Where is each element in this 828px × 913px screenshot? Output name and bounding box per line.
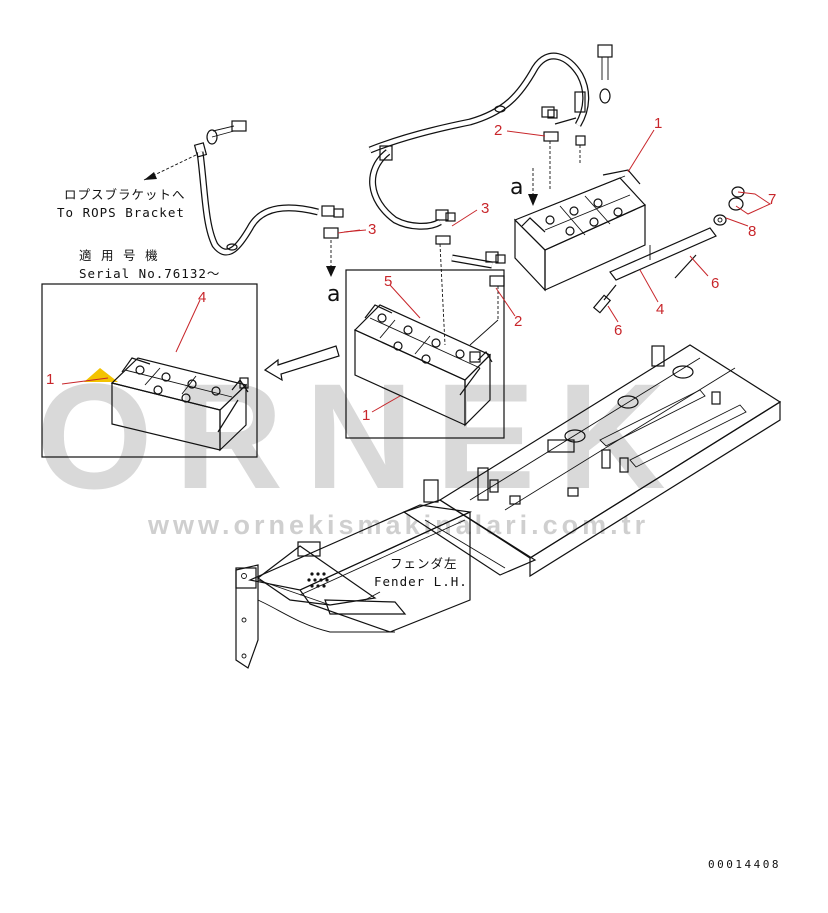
serial-note-en: Serial No.76132〜 — [79, 266, 220, 281]
callout-8: 8 — [748, 223, 756, 240]
view-a-frame — [345, 269, 505, 439]
rops-ground-cable: a — [143, 120, 361, 307]
battery-inset — [110, 357, 249, 452]
fender-note-en: Fender L.H. — [374, 574, 468, 589]
callout-3-mid: 3 — [481, 200, 489, 217]
callout-2-top: 2 — [494, 122, 502, 139]
machine-frame — [235, 344, 782, 669]
bolt-icon — [206, 120, 247, 145]
callout-5: 5 — [384, 273, 392, 290]
arrow-to-inset-icon — [263, 345, 340, 382]
callout-leaders — [61, 129, 772, 413]
battery-cable-top — [368, 44, 613, 245]
callout-4-inset: 4 — [198, 289, 206, 306]
top-bolt-icon — [597, 44, 613, 104]
battery-view-a — [353, 304, 493, 427]
battery-right — [513, 169, 647, 292]
watermark-accent-icon — [84, 368, 118, 382]
callout-4-right: 4 — [656, 301, 664, 318]
fender-leader — [364, 591, 381, 601]
serial-inset-frame — [41, 283, 258, 458]
callout-3-left: 3 — [368, 221, 376, 238]
serial-note-jp: 適 用 号 機 — [79, 248, 159, 263]
fender-note-jp: フェンダ左 — [390, 556, 458, 571]
drawing-number: 00014408 — [708, 858, 781, 871]
view-a-label-2: a — [510, 175, 523, 200]
battery-cable-mid — [439, 243, 506, 346]
rops-note-en: To ROPS Bracket — [57, 205, 185, 220]
hold-down-rod — [592, 186, 745, 314]
fender-hole-pattern — [307, 572, 329, 588]
callout-1-top: 1 — [654, 115, 662, 132]
watermark-brand: ORNEK — [36, 352, 688, 520]
callout-2-mid: 2 — [514, 313, 522, 330]
callout-6-right: 6 — [711, 275, 719, 292]
callout-6-low: 6 — [614, 322, 622, 339]
rops-note-jp: ロプスブラケットへ — [64, 187, 186, 202]
clamp-icon — [321, 205, 361, 239]
view-a-label: a — [327, 282, 340, 307]
callout-1-inset: 1 — [46, 371, 54, 388]
callout-1-mid: 1 — [362, 407, 370, 424]
callout-numbers: 1 2 3 3 2 4 5 1 6 6 7 8 4 1 — [46, 115, 776, 424]
watermark: ORNEK www.ornekismakinalari.com.tr — [36, 352, 688, 540]
callout-7: 7 — [768, 191, 776, 208]
view-a-arrow: a — [510, 168, 538, 206]
